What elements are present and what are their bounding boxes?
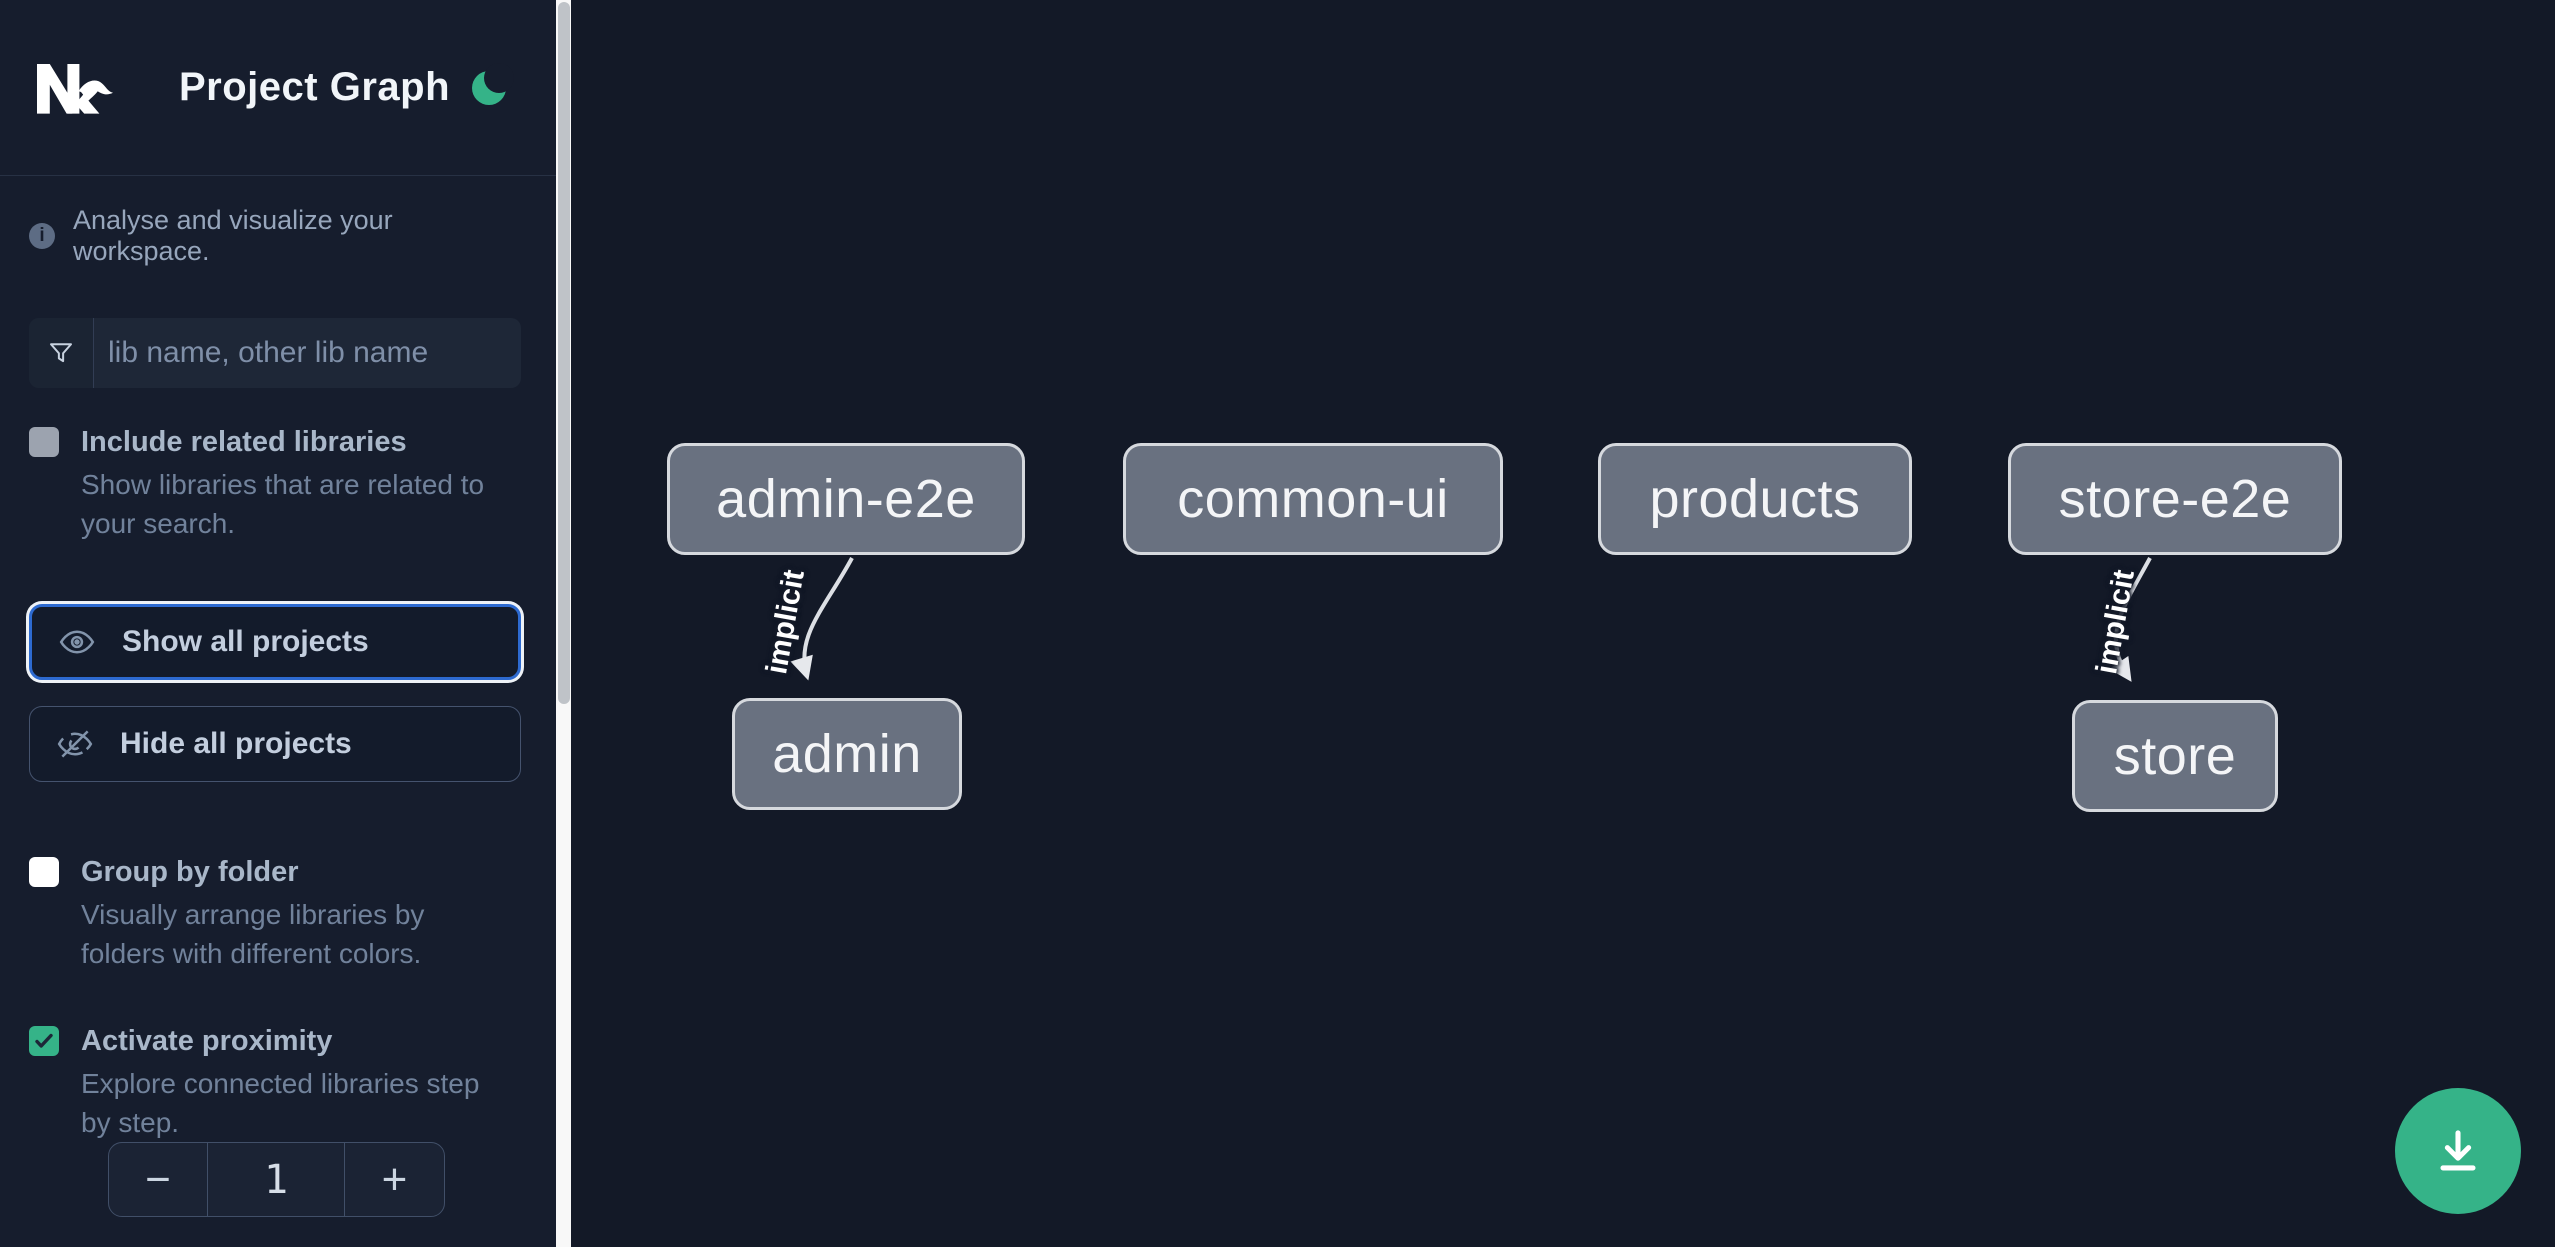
- tagline-row: i Analyse and visualize your workspace.: [29, 205, 521, 267]
- option-label: Group by folder: [81, 856, 299, 888]
- graph-node-admin[interactable]: admin: [732, 698, 962, 810]
- hide-all-projects-label: Hide all projects: [120, 727, 352, 760]
- option-description: Show libraries that are related to your …: [81, 469, 485, 539]
- graph-canvas[interactable]: admin-e2e common-ui products store-e2e a…: [571, 0, 2555, 1247]
- hide-all-projects-button[interactable]: Hide all projects: [29, 706, 521, 782]
- nx-logo-icon: [37, 63, 113, 114]
- proximity-depth-value: 1: [208, 1143, 345, 1216]
- graph-node-store[interactable]: store: [2072, 700, 2278, 812]
- theme-toggle-button[interactable]: [470, 62, 514, 108]
- graph-edges: [790, 557, 2152, 682]
- graph-node-common-ui[interactable]: common-ui: [1123, 443, 1503, 555]
- option-group-by-folder: Group by folder Visually arrange librari…: [29, 855, 521, 973]
- info-icon: i: [29, 223, 55, 249]
- sidebar-scrollbar-thumb[interactable]: [557, 2, 570, 704]
- option-include-related: Include related libraries Show libraries…: [29, 425, 521, 543]
- checkbox-include-related[interactable]: [29, 427, 59, 457]
- decrement-button[interactable]: −: [109, 1143, 208, 1216]
- show-all-projects-label: Show all projects: [122, 625, 369, 658]
- search-box: [29, 318, 521, 388]
- sidebar-header: Project Graph: [0, 0, 556, 176]
- checkbox-group-by-folder[interactable]: [29, 857, 59, 887]
- proximity-depth-stepper: − 1 +: [108, 1142, 445, 1217]
- edge-label-implicit: implicit: [760, 567, 811, 677]
- check-icon: [35, 1033, 53, 1048]
- option-description: Explore connected libraries step by step…: [81, 1068, 480, 1138]
- option-activate-proximity: Activate proximity Explore connected lib…: [29, 1024, 521, 1142]
- increment-button[interactable]: +: [381, 1154, 408, 1204]
- download-icon: [2440, 1130, 2476, 1171]
- option-description: Visually arrange libraries by folders wi…: [81, 899, 425, 969]
- eye-off-icon: [57, 730, 93, 758]
- eye-icon: [59, 630, 95, 654]
- graph-node-store-e2e[interactable]: store-e2e: [2008, 443, 2342, 555]
- option-label: Include related libraries: [81, 426, 407, 458]
- show-all-projects-button[interactable]: Show all projects: [29, 604, 521, 680]
- filter-icon-segment: [29, 318, 94, 388]
- graph-node-products[interactable]: products: [1598, 443, 1912, 555]
- download-graph-button[interactable]: [2395, 1088, 2521, 1214]
- edge-label-implicit: implicit: [2090, 567, 2141, 677]
- graph-node-admin-e2e[interactable]: admin-e2e: [667, 443, 1025, 555]
- search-input[interactable]: [94, 318, 521, 388]
- tagline-text: Analyse and visualize your workspace.: [73, 205, 393, 266]
- sidebar-scrollbar[interactable]: [556, 0, 571, 1247]
- page-title: Project Graph: [179, 65, 451, 109]
- option-label: Activate proximity: [81, 1025, 333, 1057]
- filter-icon: [50, 343, 72, 363]
- edge-admin-e2e-admin: [790, 557, 854, 681]
- checkbox-activate-proximity[interactable]: [29, 1026, 59, 1056]
- sidebar: Project Graph i Analyse and visualize yo…: [0, 0, 556, 1247]
